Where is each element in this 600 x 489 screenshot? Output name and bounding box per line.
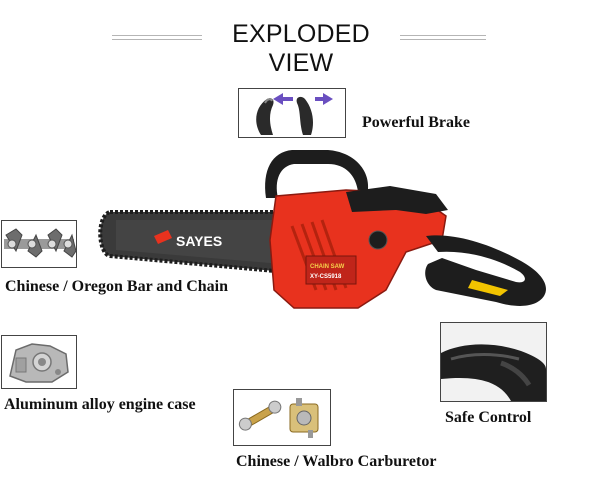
brake-label: Powerful Brake	[362, 114, 470, 131]
carburetor-label: Chinese / Walbro Carburetor	[236, 453, 437, 470]
brake-thumbnail	[238, 88, 346, 138]
top-handle	[265, 150, 369, 198]
panel-line-2: XY-CS5918	[310, 274, 342, 280]
title-rule-left	[112, 35, 202, 40]
engine-case-thumbnail	[1, 335, 77, 389]
engine-case-label: Aluminum alloy engine case	[4, 396, 196, 413]
rear-handle	[425, 235, 546, 306]
throttle-trigger	[468, 280, 508, 296]
brand-name: SAYES	[176, 233, 222, 249]
title-rule-right	[400, 35, 486, 40]
bar-chain-label: Chinese / Oregon Bar and Chain	[5, 278, 229, 295]
brand-logo-icon	[154, 230, 172, 244]
chain-thumbnail	[1, 220, 77, 268]
title-banner: EXPLODED VIEW	[0, 18, 600, 77]
safe-control-label: Safe Control	[445, 409, 532, 426]
safe-control-thumbnail	[440, 322, 547, 402]
starter-knob	[368, 230, 388, 250]
arrow-left-icon	[273, 93, 293, 105]
panel-line-1: CHAIN SAW	[310, 264, 345, 270]
carburetor-thumbnail	[233, 389, 331, 446]
chainsaw-illustration: SAYES CHAIN SAW XY-CS5918	[96, 140, 556, 320]
page-title: EXPLODED VIEW	[232, 20, 370, 77]
arrow-right-icon	[315, 93, 333, 105]
